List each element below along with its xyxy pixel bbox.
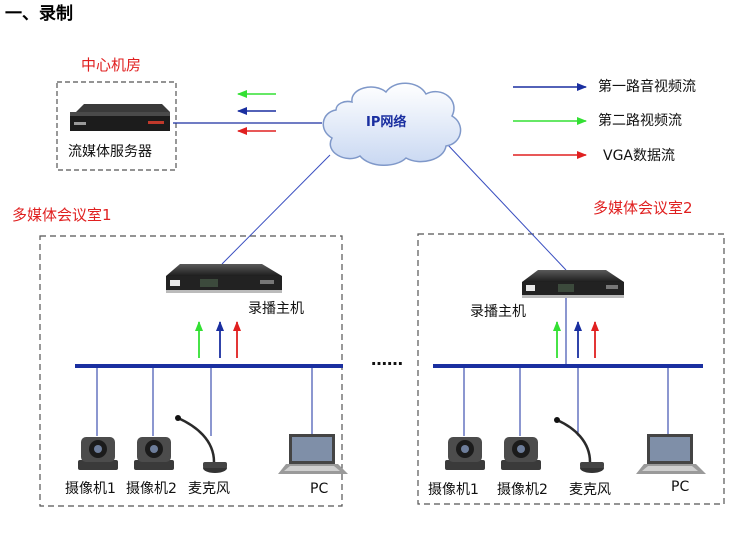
legend-label-first-av-stream: 第一路音视频流 — [598, 79, 696, 95]
center-room-title: 中心机房 — [81, 56, 142, 74]
cloud-to-room2-link — [446, 143, 567, 271]
room-2-recorder-label: 录播主机 — [470, 304, 526, 320]
room-2-camera2-icon — [501, 437, 541, 470]
room-1-camera2-label: 摄像机2 — [126, 481, 177, 497]
room-1-camera1-icon — [78, 437, 118, 470]
room-1-title: 多媒体会议室1 — [12, 206, 112, 224]
room-2-mic-label: 麦克风 — [569, 482, 611, 498]
room-2-recorder-icon — [522, 270, 624, 298]
room-1-pc-label: PC — [310, 481, 329, 497]
room-1-camera2-icon — [134, 437, 174, 470]
room-1-camera1-label: 摄像机1 — [65, 481, 116, 497]
room-2-title: 多媒体会议室2 — [593, 199, 693, 217]
room-2-pc-label: PC — [671, 479, 690, 495]
room-1-microphone-icon — [175, 415, 227, 473]
ip-network-cloud-icon — [322, 82, 462, 166]
cloud-to-room1-link — [221, 154, 331, 265]
network-label: IP网络 — [366, 115, 407, 130]
room-1-recorder-icon — [166, 264, 282, 293]
room-2-frame — [417, 233, 725, 505]
room-2-pc-icon — [636, 434, 706, 474]
legend-label-vga-data-stream: VGA数据流 — [603, 148, 676, 164]
room-1-mic-label: 麦克风 — [188, 481, 230, 497]
room-2-camera1-icon — [445, 437, 485, 470]
center-room-frame — [56, 81, 177, 171]
room-1-recorder-label: 录播主机 — [248, 301, 304, 317]
ellipsis: …… — [371, 350, 403, 369]
room-1-frame — [39, 235, 343, 507]
room-1-pc-icon — [278, 434, 348, 474]
legend-label-second-video-stream: 第二路视频流 — [598, 113, 682, 129]
streaming-server-label: 流媒体服务器 — [68, 144, 152, 160]
section-title: 一、录制 — [5, 4, 73, 24]
room-2-camera1-label: 摄像机1 — [428, 482, 479, 498]
streaming-server-icon — [70, 104, 170, 131]
room-2-camera2-label: 摄像机2 — [497, 482, 548, 498]
room-2-microphone-icon — [554, 417, 604, 473]
